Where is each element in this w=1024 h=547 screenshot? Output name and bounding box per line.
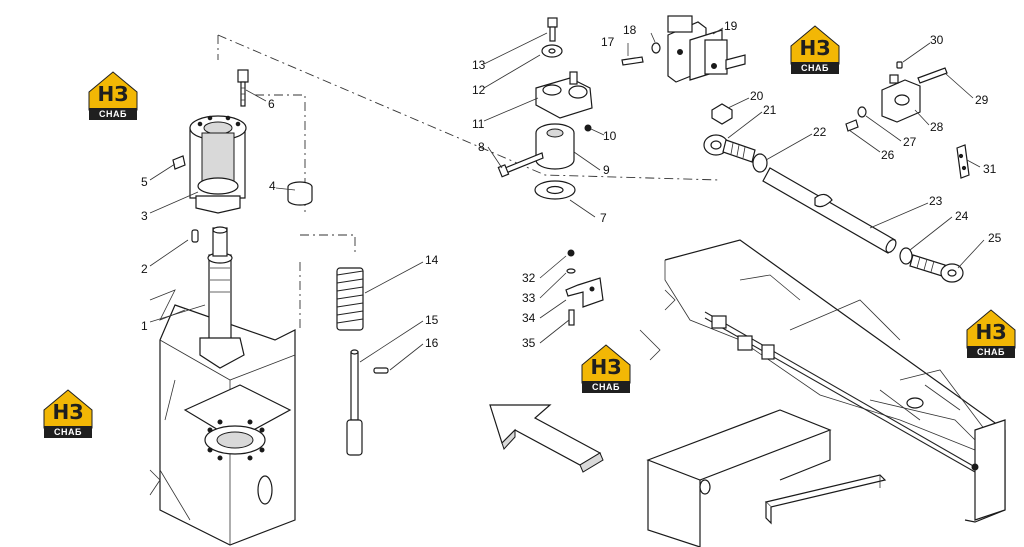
callout-8: 8 [478, 140, 485, 154]
direction-arrow [489, 404, 604, 473]
house-icon [88, 71, 138, 111]
column-base-drawing [149, 34, 721, 546]
callout-26: 26 [881, 148, 895, 162]
rod-drawing [346, 349, 389, 456]
callout-19: 19 [724, 19, 738, 33]
spring-drawing [336, 267, 364, 331]
house-icon [43, 389, 93, 429]
watermark-logo: НЗ СНАБ [963, 308, 1019, 358]
leader-lines [149, 27, 985, 371]
callout-5: 5 [141, 175, 148, 189]
callout-32: 32 [522, 271, 536, 285]
callout-4: 4 [269, 179, 276, 193]
callout-29: 29 [975, 93, 989, 107]
callout-9: 9 [603, 163, 610, 177]
callout-33: 33 [522, 291, 536, 305]
callout-11: 11 [472, 117, 485, 131]
callout-labels: 1 2 3 4 5 6 7 8 9 10 11 12 13 14 15 16 1… [141, 19, 1002, 350]
watermark-logo: НЗ СНАБ [40, 388, 96, 438]
watermark-logo: НЗ СНАБ [578, 343, 634, 393]
callout-6: 6 [268, 97, 275, 111]
frame-drawing [639, 239, 1006, 547]
house-icon [790, 25, 840, 65]
callout-22: 22 [813, 125, 827, 139]
callout-18: 18 [623, 23, 637, 37]
callout-23: 23 [929, 194, 943, 208]
callout-14: 14 [425, 253, 439, 267]
callout-27: 27 [903, 135, 917, 149]
watermark-logo: НЗ СНАБ [787, 24, 843, 74]
callout-3: 3 [141, 209, 148, 223]
house-icon [966, 309, 1016, 349]
bracket-drawing [565, 249, 604, 326]
watermark-logo: НЗ СНАБ [85, 70, 141, 120]
callout-10: 10 [603, 129, 617, 143]
callout-28: 28 [930, 120, 944, 134]
callout-7: 7 [600, 211, 607, 225]
house-icon [581, 344, 631, 384]
callout-34: 34 [522, 311, 536, 325]
linkage-drawing [703, 103, 964, 283]
callout-13: 13 [472, 58, 486, 72]
callout-21: 21 [763, 103, 777, 117]
callout-1: 1 [141, 319, 148, 333]
callout-35: 35 [522, 336, 536, 350]
callout-17: 17 [601, 35, 615, 49]
callout-31: 31 [983, 162, 997, 176]
cylinder-drawing [621, 15, 746, 83]
callout-30: 30 [930, 33, 944, 47]
callout-2: 2 [141, 262, 148, 276]
callout-12: 12 [472, 83, 486, 97]
callout-15: 15 [425, 313, 439, 327]
callout-24: 24 [955, 209, 969, 223]
clamp-drawing [845, 61, 970, 179]
callout-20: 20 [750, 89, 764, 103]
lever-assembly-drawing [497, 17, 593, 200]
callout-16: 16 [425, 336, 439, 350]
callout-25: 25 [988, 231, 1002, 245]
